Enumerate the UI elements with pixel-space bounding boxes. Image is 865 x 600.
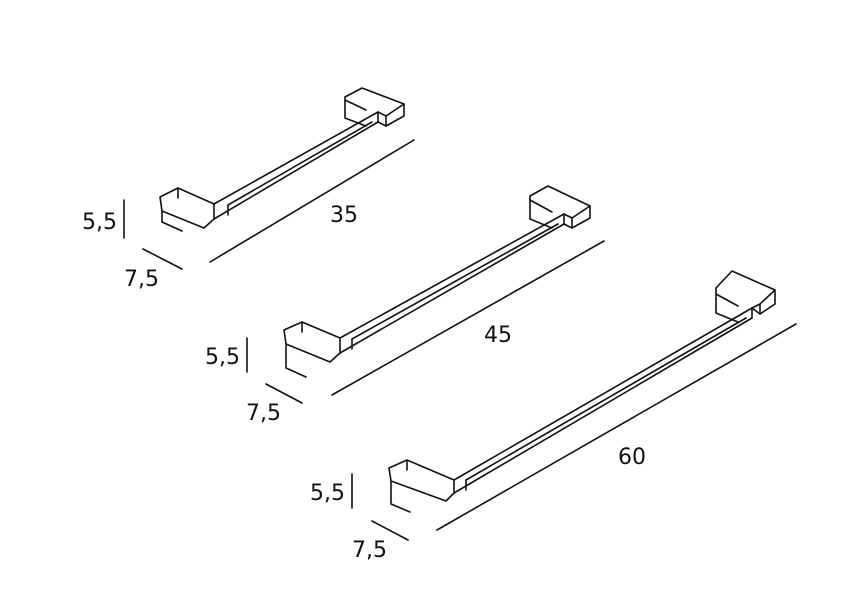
towel-bar-drawing — [159, 87, 405, 232]
height-label: 5,5 — [205, 345, 240, 370]
length-label: 45 — [484, 323, 512, 348]
length-dimension-line — [436, 323, 797, 531]
length-dimension-line — [331, 240, 605, 396]
depth-dimension-line — [371, 520, 409, 541]
depth-label: 7,5 — [246, 401, 281, 426]
towel-bar-60cm: 5,5 7,5 60 — [310, 270, 797, 563]
towel-bar-35cm: 5,5 7,5 35 — [82, 87, 415, 292]
length-dimension-line — [209, 139, 415, 263]
height-label: 5,5 — [82, 210, 117, 235]
towel-bar-45cm: 5,5 7,5 45 — [205, 185, 605, 426]
depth-dimension-line — [142, 248, 183, 270]
towel-bar-drawing — [388, 270, 776, 513]
depth-dimension-line — [265, 383, 303, 404]
length-label: 60 — [618, 445, 646, 470]
height-label: 5,5 — [310, 481, 345, 506]
depth-label: 7,5 — [352, 538, 387, 563]
towel-bar-drawing — [283, 185, 591, 378]
length-label: 35 — [330, 203, 358, 228]
depth-label: 7,5 — [124, 267, 159, 292]
